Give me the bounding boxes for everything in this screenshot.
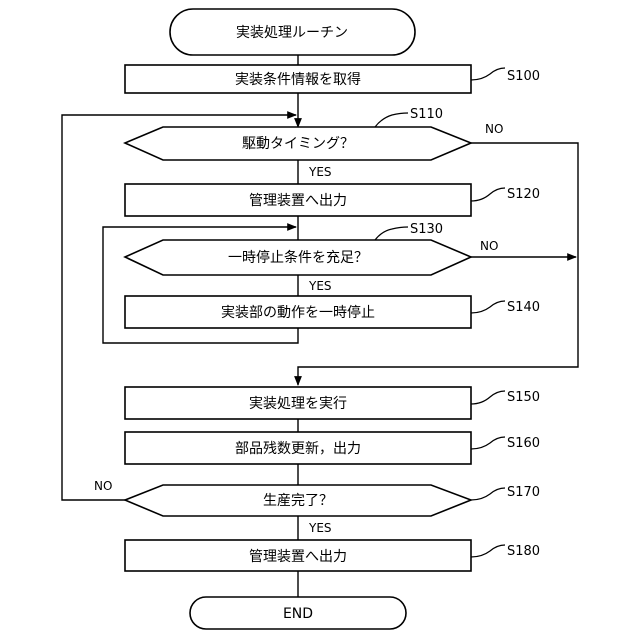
- s180-label: 管理装置へ出力: [249, 549, 347, 565]
- s160-label: 部品残数更新，出力: [235, 441, 361, 457]
- s110-no-label: NO: [485, 122, 503, 136]
- s100-step-number: S100: [507, 69, 540, 84]
- s160-leader: [471, 437, 505, 449]
- s110-label: 駆動タイミング？: [242, 136, 354, 152]
- end-terminal: END: [190, 597, 406, 629]
- step-s100: 実装条件情報を取得 S100: [125, 65, 540, 93]
- s140-step-number: S140: [507, 300, 540, 315]
- s140-leader: [471, 301, 505, 313]
- step-s110: 駆動タイミング？ S110 YES NO: [125, 107, 503, 179]
- s170-no-label: NO: [94, 479, 112, 493]
- s180-step-number: S180: [507, 544, 540, 559]
- step-s130: 一時停止条件を充足？ S130 YES NO: [125, 222, 498, 293]
- s170-step-number: S170: [507, 485, 540, 500]
- step-s120: 管理装置へ出力 S120: [125, 184, 540, 216]
- s120-label: 管理装置へ出力: [249, 193, 347, 209]
- s100-label: 実装条件情報を取得: [235, 71, 361, 88]
- s110-step-number: S110: [410, 107, 443, 122]
- step-s170: 生産完了？ S170 YES NO: [94, 479, 540, 535]
- s170-label: 生産完了？: [263, 493, 333, 509]
- s150-leader: [471, 391, 505, 404]
- s130-step-number: S130: [410, 222, 443, 237]
- s120-step-number: S120: [507, 187, 540, 202]
- s120-leader: [471, 188, 505, 201]
- s180-leader: [471, 545, 505, 557]
- s130-leader: [375, 227, 408, 240]
- start-label: 実装処理ルーチン: [236, 25, 348, 41]
- s130-no-label: NO: [480, 239, 498, 253]
- s130-yes-label: YES: [308, 279, 332, 293]
- start-terminal: 実装処理ルーチン: [170, 9, 415, 55]
- s100-leader: [471, 68, 505, 80]
- s110-yes-label: YES: [308, 165, 332, 179]
- step-s140: 実装部の動作を一時停止 S140: [125, 296, 540, 328]
- s150-step-number: S150: [507, 390, 540, 405]
- s140-label: 実装部の動作を一時停止: [221, 304, 375, 321]
- s170-leader: [471, 488, 505, 500]
- step-s150: 実装処理を実行 S150: [125, 387, 540, 419]
- s160-step-number: S160: [507, 436, 540, 451]
- s110-leader: [375, 113, 408, 127]
- end-label: END: [283, 606, 313, 622]
- s170-yes-label: YES: [308, 521, 332, 535]
- s130-label: 一時停止条件を充足？: [228, 249, 368, 266]
- step-s160: 部品残数更新，出力 S160: [125, 432, 540, 464]
- s150-label: 実装処理を実行: [249, 396, 347, 412]
- step-s180: 管理装置へ出力 S180: [125, 540, 540, 571]
